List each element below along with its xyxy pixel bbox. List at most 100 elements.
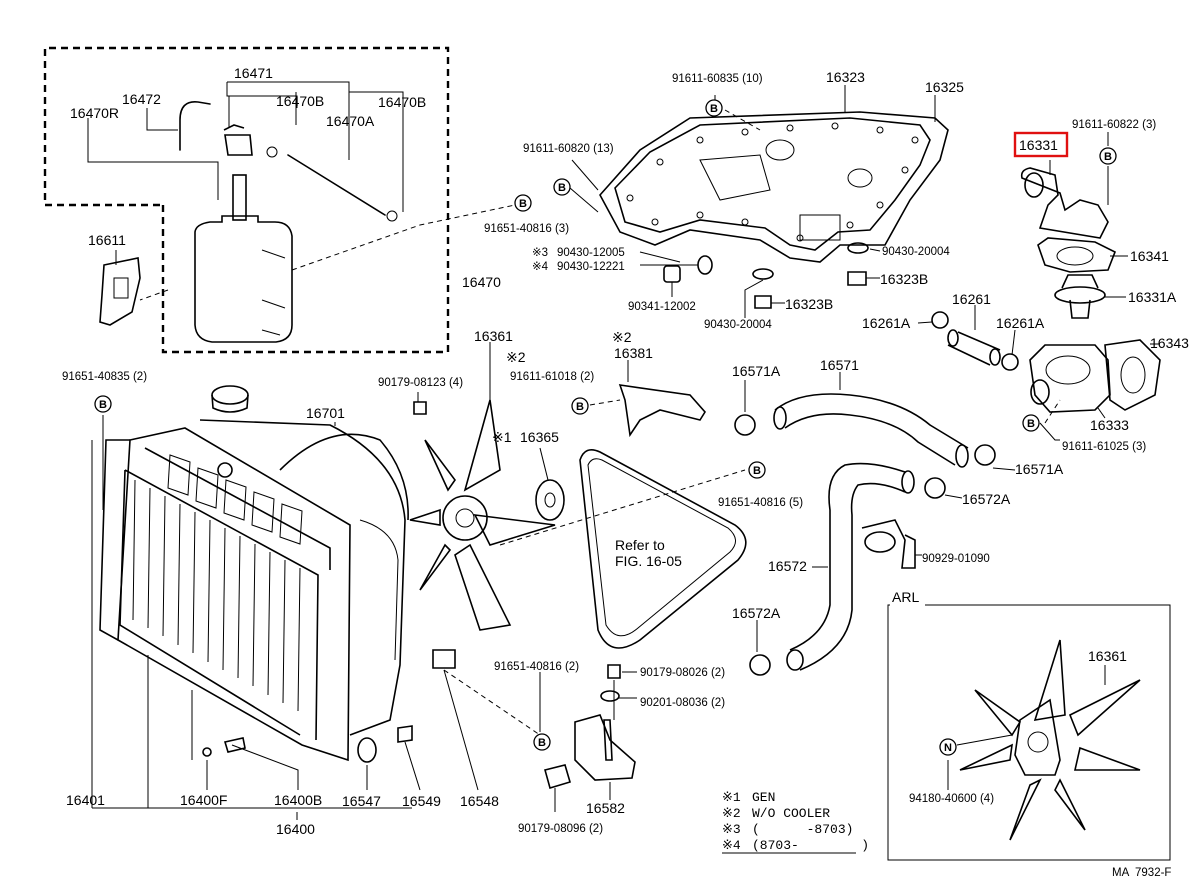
label-16361-arl: 16361 — [1088, 648, 1127, 664]
mark-3: ※3 — [532, 247, 548, 259]
label-16572: 16572 — [768, 558, 807, 574]
label-16331A: 16331A — [1128, 289, 1177, 305]
bolt-badge: B — [1099, 147, 1117, 165]
label-91611-60820: 91611-60820 (13) — [523, 143, 614, 155]
label-16571: 16571 — [820, 357, 859, 373]
label-16582: 16582 — [586, 800, 625, 816]
svg-text:B: B — [753, 465, 761, 477]
label-16400: 16400 — [276, 821, 315, 837]
svg-text:B: B — [1104, 151, 1112, 163]
label-90929-01090: 90929-01090 — [922, 553, 990, 565]
bolt-badge: B — [705, 99, 723, 117]
mark-2: ※2 — [612, 329, 632, 345]
label-16470R: 16470R — [70, 105, 119, 121]
mark-1: ※1 — [492, 429, 512, 445]
label-16471: 16471 — [234, 65, 273, 81]
svg-text:B: B — [99, 399, 107, 411]
label-16341: 16341 — [1130, 248, 1169, 264]
label-90179-08123: 90179-08123 (4) — [378, 377, 463, 389]
label-16365: 16365 — [520, 429, 559, 445]
label-16325: 16325 — [925, 79, 964, 95]
nut-badge: N — [939, 738, 957, 756]
bolt-badge: B — [514, 194, 532, 212]
arl-box — [887, 604, 1171, 861]
legend-text: ( -8703) — [752, 822, 853, 837]
label-90430-20004: 90430-20004 — [882, 246, 950, 258]
label-16548: 16548 — [460, 793, 499, 809]
label-16472: 16472 — [122, 91, 161, 107]
legend-mark: ※1 — [722, 790, 741, 805]
hoses-group — [734, 372, 1016, 676]
label-16470B: 16470B — [378, 94, 426, 110]
svg-text:N: N — [944, 742, 952, 754]
label-16361: 16361 — [474, 328, 513, 344]
legend-mark: ※2 — [722, 806, 741, 821]
label-16572A: 16572A — [732, 605, 781, 621]
label-16400B: 16400B — [274, 792, 322, 808]
bolt-badge: B — [748, 461, 766, 479]
label-91611-60822: 91611-60822 (3) — [1072, 119, 1156, 131]
label-16470: 16470 — [462, 274, 501, 290]
label-16400F: 16400F — [180, 792, 227, 808]
label-16549: 16549 — [402, 793, 441, 809]
label-16470A: 16470A — [326, 113, 375, 129]
label-16323B: 16323B — [880, 271, 928, 287]
bolt-badge: B — [94, 395, 112, 413]
legend-text: GEN — [752, 790, 775, 805]
label-refer-to: Refer to — [615, 537, 665, 553]
bolt-badge: B — [553, 178, 571, 196]
label-16343: 16343 — [1150, 335, 1189, 351]
thermostat-group — [917, 132, 1161, 441]
label-16261A: 16261A — [862, 315, 911, 331]
label-fig-ref: FIG. 16-05 — [615, 553, 682, 569]
label-16547: 16547 — [342, 793, 381, 809]
label-16401: 16401 — [66, 792, 105, 808]
label-16470B: 16470B — [276, 93, 324, 109]
label-90179-08026: 90179-08026 (2) — [640, 667, 725, 679]
label-90430-12221: 90430-12221 — [557, 261, 625, 273]
label-90179-08096: 90179-08096 (2) — [518, 823, 603, 835]
legend-text: W/O COOLER — [752, 806, 830, 821]
label-16323: 16323 — [826, 69, 865, 85]
legend-mark: ※3 — [722, 822, 741, 837]
label-91651-40835: 91651-40835 (2) — [62, 371, 147, 383]
label-16333: 16333 — [1090, 417, 1129, 433]
svg-text:B: B — [710, 103, 718, 115]
bolt-badge: B — [1022, 414, 1040, 432]
svg-text:B: B — [519, 198, 527, 210]
figure-code: MA 7932-F — [1112, 867, 1171, 879]
label-90201-08036: 90201-08036 (2) — [640, 697, 725, 709]
highlight-box — [1013, 131, 1069, 158]
svg-text:B: B — [558, 182, 566, 194]
bolt-badge: B — [533, 733, 551, 751]
legend: ※1 GEN ※2 W/O COOLER ※3 ( -8703) ※4 (870… — [722, 790, 869, 854]
label-90430-12005: 90430-12005 — [557, 247, 625, 259]
label-16261A: 16261A — [996, 315, 1045, 331]
radiator-group — [91, 385, 427, 809]
bracket-16582-group — [539, 664, 637, 812]
legend-mark: ※4 — [722, 838, 741, 853]
reservoir-group — [43, 46, 516, 354]
water-outlet-group — [569, 85, 949, 318]
svg-text:B: B — [1027, 418, 1035, 430]
label-16572A: 16572A — [962, 491, 1011, 507]
label-91611-60835: 91611-60835 (10) — [672, 73, 763, 85]
label-arl: ARL — [892, 589, 919, 605]
label-91651-40816-2: 91651-40816 (2) — [494, 661, 579, 673]
svg-text:B: B — [538, 737, 546, 749]
label-16331: 16331 — [1019, 137, 1058, 153]
label-91651-40816-3: 91651-40816 (3) — [484, 223, 569, 235]
legend-text: (8703- ) — [752, 838, 869, 853]
mark-2: ※2 — [506, 349, 526, 365]
label-91651-40816-5: 91651-40816 (5) — [718, 497, 803, 509]
label-16381: 16381 — [614, 345, 653, 361]
label-16571A: 16571A — [732, 363, 781, 379]
label-94180-40600: 94180-40600 (4) — [909, 793, 994, 805]
label-16571A: 16571A — [1015, 461, 1064, 477]
label-90430-20004: 90430-20004 — [704, 319, 772, 331]
label-16611: 16611 — [88, 232, 126, 248]
label-91611-61025: 91611-61025 (3) — [1062, 441, 1146, 453]
mark-4: ※4 — [532, 261, 549, 273]
label-16323B: 16323B — [785, 296, 833, 312]
